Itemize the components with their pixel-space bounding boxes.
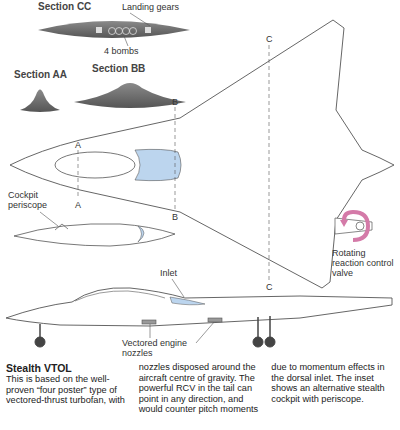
side-view	[6, 288, 392, 326]
section-mark: B	[172, 97, 178, 107]
section-label: Section BB	[92, 64, 145, 74]
cockpit	[55, 152, 135, 178]
part-label: Rotating reaction control valve	[332, 248, 396, 278]
section-aa	[20, 90, 60, 113]
periscope-inset	[14, 224, 175, 246]
section-mark: C	[266, 34, 273, 44]
section-cc	[38, 21, 190, 38]
section-mark: A	[75, 200, 81, 210]
title: Stealth VTOL	[6, 362, 129, 374]
part-label: 4 bombs	[104, 46, 139, 56]
part-label: Cockpit periscope	[8, 190, 60, 210]
rcv-inset	[335, 212, 372, 240]
part-label: Vectored engine nozzles	[122, 338, 198, 358]
section-mark: C	[266, 282, 273, 292]
section-label: Section CC	[38, 2, 91, 12]
part-label: Inlet	[160, 268, 177, 278]
bombs	[109, 28, 137, 35]
section-mark: B	[172, 212, 178, 222]
section-bb	[74, 83, 186, 108]
section-mark: A	[75, 140, 81, 150]
plan-view	[10, 20, 394, 288]
part-label: Landing gears	[122, 2, 179, 12]
caption-block: Stealth VTOLThis is based on the well-pr…	[6, 362, 394, 415]
section-label: Section AA	[14, 70, 67, 80]
inlet	[135, 149, 181, 180]
landing-gears	[96, 27, 151, 33]
